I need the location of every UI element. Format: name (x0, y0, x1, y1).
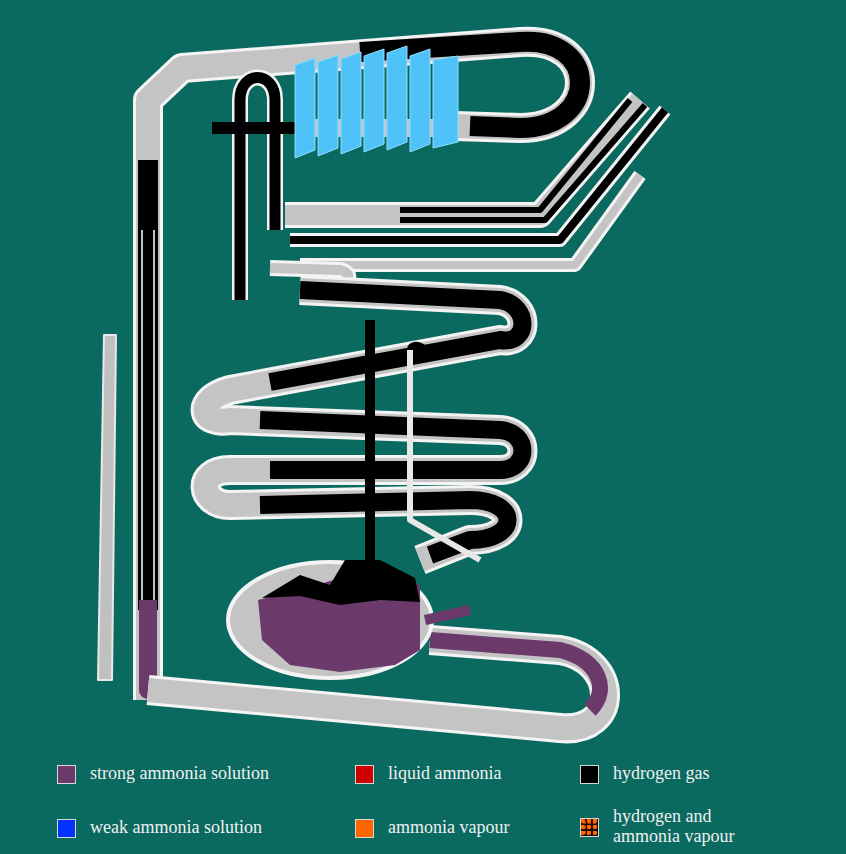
legend-text: ammonia vapour (388, 817, 509, 837)
condenser-fins (295, 46, 458, 158)
hydrogen-section (138, 160, 158, 610)
pipe-outline (240, 78, 275, 301)
absorber-coil-outline (206, 290, 523, 560)
legend-item: weak ammonia solution (57, 817, 337, 838)
hydrogen-return (365, 320, 375, 575)
legend-swatch (57, 819, 76, 838)
legend-swatch (355, 819, 374, 838)
legend-pattern-swatch (580, 818, 599, 837)
legend-text: hydrogen and ammonia vapour (613, 806, 773, 846)
legend-item: ammonia vapour (355, 817, 555, 838)
pipe (148, 42, 580, 700)
legend-text: liquid ammonia (388, 763, 501, 783)
liquid-line (410, 350, 480, 560)
legend-item: hydrogen gas (580, 763, 800, 784)
hydrogen-space (262, 560, 420, 605)
vent-tube (98, 335, 116, 680)
evaporator-pipes (270, 100, 665, 284)
strong-solution-section (425, 610, 470, 620)
legend-text: strong ammonia solution (90, 763, 269, 783)
legend-swatch (580, 765, 599, 784)
legend-text: hydrogen gas (613, 763, 709, 783)
hydrogen-section (260, 290, 523, 555)
legend-item: hydrogen and ammonia vapour (580, 806, 780, 846)
absorber-coil (206, 290, 523, 560)
legend-text: weak ammonia solution (90, 817, 262, 837)
legend-swatch (355, 765, 374, 784)
legend-item: strong ammonia solution (57, 763, 337, 784)
legend-swatch (57, 765, 76, 784)
pipe-outline (148, 42, 580, 700)
hydrogen-pipe (212, 122, 300, 134)
hydrogen-pipe (240, 78, 275, 301)
strong-solution-section (430, 640, 600, 710)
inner-tube (142, 230, 154, 600)
legend-item: liquid ammonia (355, 763, 555, 784)
liquid-line (410, 345, 430, 360)
